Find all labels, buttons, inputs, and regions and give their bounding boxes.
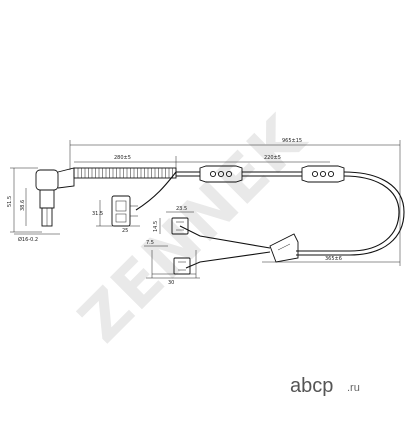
grommet-3 [269, 233, 299, 263]
sensor-neck [39, 189, 55, 209]
left-dimensions: 51.5 38.6 Ø16-0.2 [7, 167, 60, 243]
right-dimension: 365±6 [262, 205, 401, 266]
clip-connector: 23.5 14.5 [153, 206, 194, 235]
dim-sensor-diameter: Ø16-0.2 [18, 236, 38, 243]
cable-loop [296, 171, 405, 256]
sleeve-body [73, 167, 177, 179]
dim-plug-width: 30 [168, 280, 174, 286]
segment-dimensions: 280±5 220±5 [74, 155, 330, 176]
plug-connector: 30 7.5 [144, 240, 200, 286]
dim-plug-offset: 7.5 [146, 240, 154, 246]
sensor-angle-housing [35, 169, 59, 191]
branch-cable-lower [185, 251, 271, 269]
dim-connector-width: 31.5 [92, 211, 103, 217]
sensor-head [35, 167, 75, 227]
dim-length-right: 365±6 [325, 256, 342, 262]
dim-clip-width: 23.5 [176, 206, 187, 212]
dim-connector-gap: 25 [122, 228, 128, 234]
main-connector: 31.5 25 [92, 195, 140, 234]
grommet-2 [301, 165, 345, 183]
sleeve-ribs [77, 168, 173, 178]
brand-logo: abcp .ru [290, 375, 360, 397]
dim-clip-height: 14.5 [153, 221, 159, 232]
grommet-1 [199, 165, 243, 183]
dim-sensor-body: 38.6 [20, 200, 26, 211]
dim-total-length: 965±15 [282, 138, 302, 144]
cable-to-connector [135, 171, 177, 211]
dim-length-mid: 220±5 [264, 155, 281, 161]
brand-name: abcp [290, 375, 333, 397]
corrugated-sleeve [73, 167, 177, 179]
branch-cable-upper [179, 225, 271, 249]
dim-sensor-height: 51.5 [7, 196, 13, 207]
brand-tld: .ru [347, 382, 360, 394]
dim-length-left: 280±5 [114, 155, 131, 161]
sensor-grommet [57, 167, 75, 189]
